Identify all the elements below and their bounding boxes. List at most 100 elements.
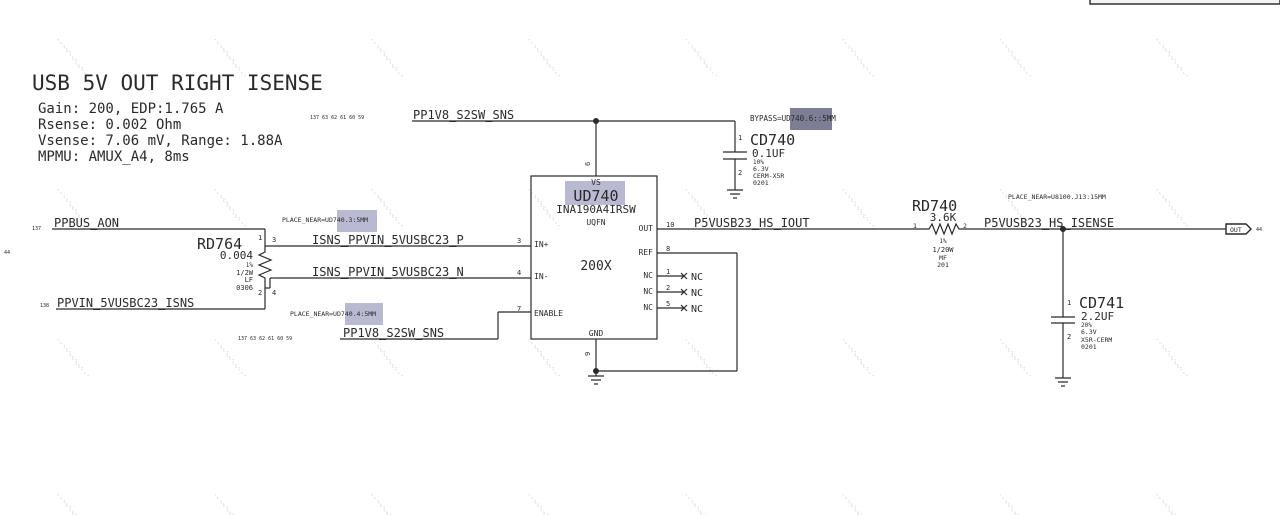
ic-body[interactable]	[530, 175, 658, 340]
net-ref-ppvin: 138	[40, 303, 49, 309]
cd740-voltage: 6.3V	[753, 165, 769, 173]
cd741-package: 0201	[1081, 343, 1097, 351]
watermark-glyph: ·-·-·	[223, 507, 244, 515]
cd741-voltage: 6.3V	[1081, 328, 1097, 336]
ic-pin-vs: VS	[591, 178, 601, 187]
watermark-glyph: ·-·-·	[851, 507, 872, 515]
resistor-icon	[925, 222, 962, 236]
resistor-rd740[interactable]: RD740 3.6K 1 2 1% 1/20W MF 201	[912, 197, 967, 269]
ground-icon	[727, 189, 743, 199]
ic-ud740[interactable]: VS 6 UD740 INA190A4IRSW UQFN 200X IN+ 3 …	[517, 162, 674, 356]
watermark-glyph: ·-·-·	[66, 507, 87, 515]
nc-markers: NC NC NC	[680, 272, 703, 315]
ic-pin-enable-num: 7	[517, 305, 521, 313]
capacitor-cd740[interactable]: 1 2 CD740 0.1UF 10% 6.3V CERM-X5R 0201	[723, 131, 795, 187]
ic-part-number: INA190A4IRSW	[556, 203, 636, 216]
note-place-near-4: PLACE_NEAR=UD740.4:5MM	[290, 310, 376, 318]
rd740-power: 1/20W	[932, 246, 954, 254]
net-iout[interactable]: P5VUSB23_HS_IOUT	[694, 216, 810, 230]
note-place-near-3: PLACE_NEAR=UD740.3:5MM	[282, 216, 368, 224]
offpage-arrow-icon	[1225, 223, 1252, 235]
watermark-glyph: ·-·-·	[694, 507, 715, 515]
sheet-title: USB 5V OUT RIGHT ISENSE	[32, 71, 323, 95]
rd764-pin3: 3	[272, 236, 276, 244]
net-ref-left: 44	[4, 250, 10, 256]
watermark-glyph: ·-·-·	[380, 507, 401, 515]
cd741-value: 2.2UF	[1081, 310, 1114, 323]
no-connect-icon	[680, 288, 688, 296]
net-isns-p[interactable]: ISNS_PPVIN_5VUSBC23_P	[312, 233, 464, 247]
net-isense[interactable]: P5VUSB23_HS_ISENSE	[984, 216, 1114, 230]
note-bypass: BYPASS=UD740.6::5MM	[750, 114, 836, 123]
highlight-place-near-3	[337, 210, 377, 232]
cd740-pin1: 1	[738, 134, 742, 142]
junction-dot	[593, 118, 599, 124]
highlight-place-near-4	[345, 303, 383, 325]
net-pp1v8-top[interactable]: PP1V8_S2SW_SNS	[413, 108, 514, 122]
junction-dot	[1060, 226, 1066, 232]
cd741-pin1: 1	[1067, 299, 1071, 307]
rd740-pin2: 2	[963, 222, 967, 230]
ic-pin-nc2: NC	[643, 287, 653, 296]
resistor-rd764[interactable]: RD764 0.004 1% 1/2W LF 0306 1 2 3 4	[197, 234, 276, 297]
note-place-near-u8100: PLACE_NEAR=U8100.J13:15MM	[1008, 193, 1106, 201]
wires	[52, 120, 1226, 378]
ic-pin-nc5: NC	[643, 303, 653, 312]
cd741-refdes: CD741	[1079, 294, 1124, 312]
off-page-connector[interactable]: OUT 44	[1225, 223, 1262, 235]
ic-pin-gnd-num: 9	[584, 352, 592, 356]
ic-refdes: UD740	[573, 187, 618, 205]
ground-icon	[588, 375, 604, 385]
net-ppvin-isns[interactable]: PPVIN_5VUSBC23_ISNS	[57, 296, 194, 310]
no-connect-icon	[680, 272, 688, 280]
ic-pin-vs-num: 6	[584, 162, 592, 166]
ic-pin-inn-num: 4	[517, 269, 521, 277]
ic-pin-nc2-num: 2	[666, 284, 670, 292]
cd741-dielectric: X5R-CERM	[1081, 336, 1112, 344]
net-pp1v8-bottom[interactable]: PP1V8_S2SW_SNS	[343, 326, 444, 340]
ic-pin-nc5-num: 5	[666, 300, 670, 308]
ic-package: UQFN	[586, 218, 605, 227]
nc-label-1: NC	[691, 272, 703, 283]
nc-label-2: NC	[691, 288, 703, 299]
note-mpmu: MPMU: AMUX_A4, 8ms	[38, 149, 190, 165]
rd740-package: 201	[937, 261, 949, 269]
capacitor-cd741[interactable]: 1 2 CD741 2.2UF 20% 6.3V X5R-CERM 0201	[1051, 294, 1124, 351]
cd740-pin2: 2	[738, 169, 742, 177]
cd740-value: 0.1UF	[752, 147, 785, 160]
resistor-icon	[257, 246, 273, 288]
rd764-refdes: RD764	[197, 235, 242, 253]
net-isns-n[interactable]: ISNS_PPVIN_5VUSBC23_N	[312, 265, 464, 279]
net-ref-pp1v8-top: 137 63 62 61 60 59	[310, 115, 364, 121]
watermark-glyph: ·-·-·	[1165, 507, 1186, 515]
cd740-tolerance: 10%	[753, 159, 764, 166]
ic-pin-inp-num: 3	[517, 237, 521, 245]
rd764-pin4: 4	[272, 289, 276, 297]
ic-pin-inp: IN+	[534, 240, 549, 249]
cd741-pin2: 2	[1067, 333, 1071, 341]
net-ref-pp1v8-bottom: 137 63 62 61 60 59	[238, 336, 292, 342]
highlight-bypass	[790, 108, 832, 130]
cd741-tolerance: 20%	[1081, 322, 1092, 329]
watermark-glyph: ·-·-·	[537, 507, 558, 515]
ic-pin-out-num: 10	[666, 221, 674, 229]
rd764-tolerance: 1%	[246, 262, 254, 269]
toolbar-fragment	[1089, 0, 1280, 5]
rd740-refdes: RD740	[912, 197, 957, 215]
note-rsense: Rsense: 0.002 Ohm	[38, 117, 181, 133]
highlight-ic-refdes	[565, 181, 625, 205]
junction-dot	[593, 368, 599, 374]
ic-pin-inn: IN-	[534, 272, 548, 281]
rd740-tolerance: 1%	[939, 238, 947, 245]
ic-pin-ref: REF	[639, 248, 654, 257]
nc-label-5: NC	[691, 304, 703, 315]
net-ppbus-aon[interactable]: PPBUS_AON	[54, 216, 119, 230]
rd740-type: MF	[939, 254, 947, 262]
no-connect-icon	[680, 304, 688, 312]
net-ref-ppbus: 137	[32, 226, 41, 232]
note-vsense: Vsense: 7.06 mV, Range: 1.88A	[38, 133, 283, 149]
watermark-pattern: ·-·-··-·-··-·-··-·-··-·-··-·-··-·-··-·-·…	[54, 36, 1192, 515]
note-gain: Gain: 200, EDP:1.765 A	[38, 101, 224, 117]
ic-gain: 200X	[580, 259, 611, 274]
rd764-pin1: 1	[258, 234, 262, 242]
